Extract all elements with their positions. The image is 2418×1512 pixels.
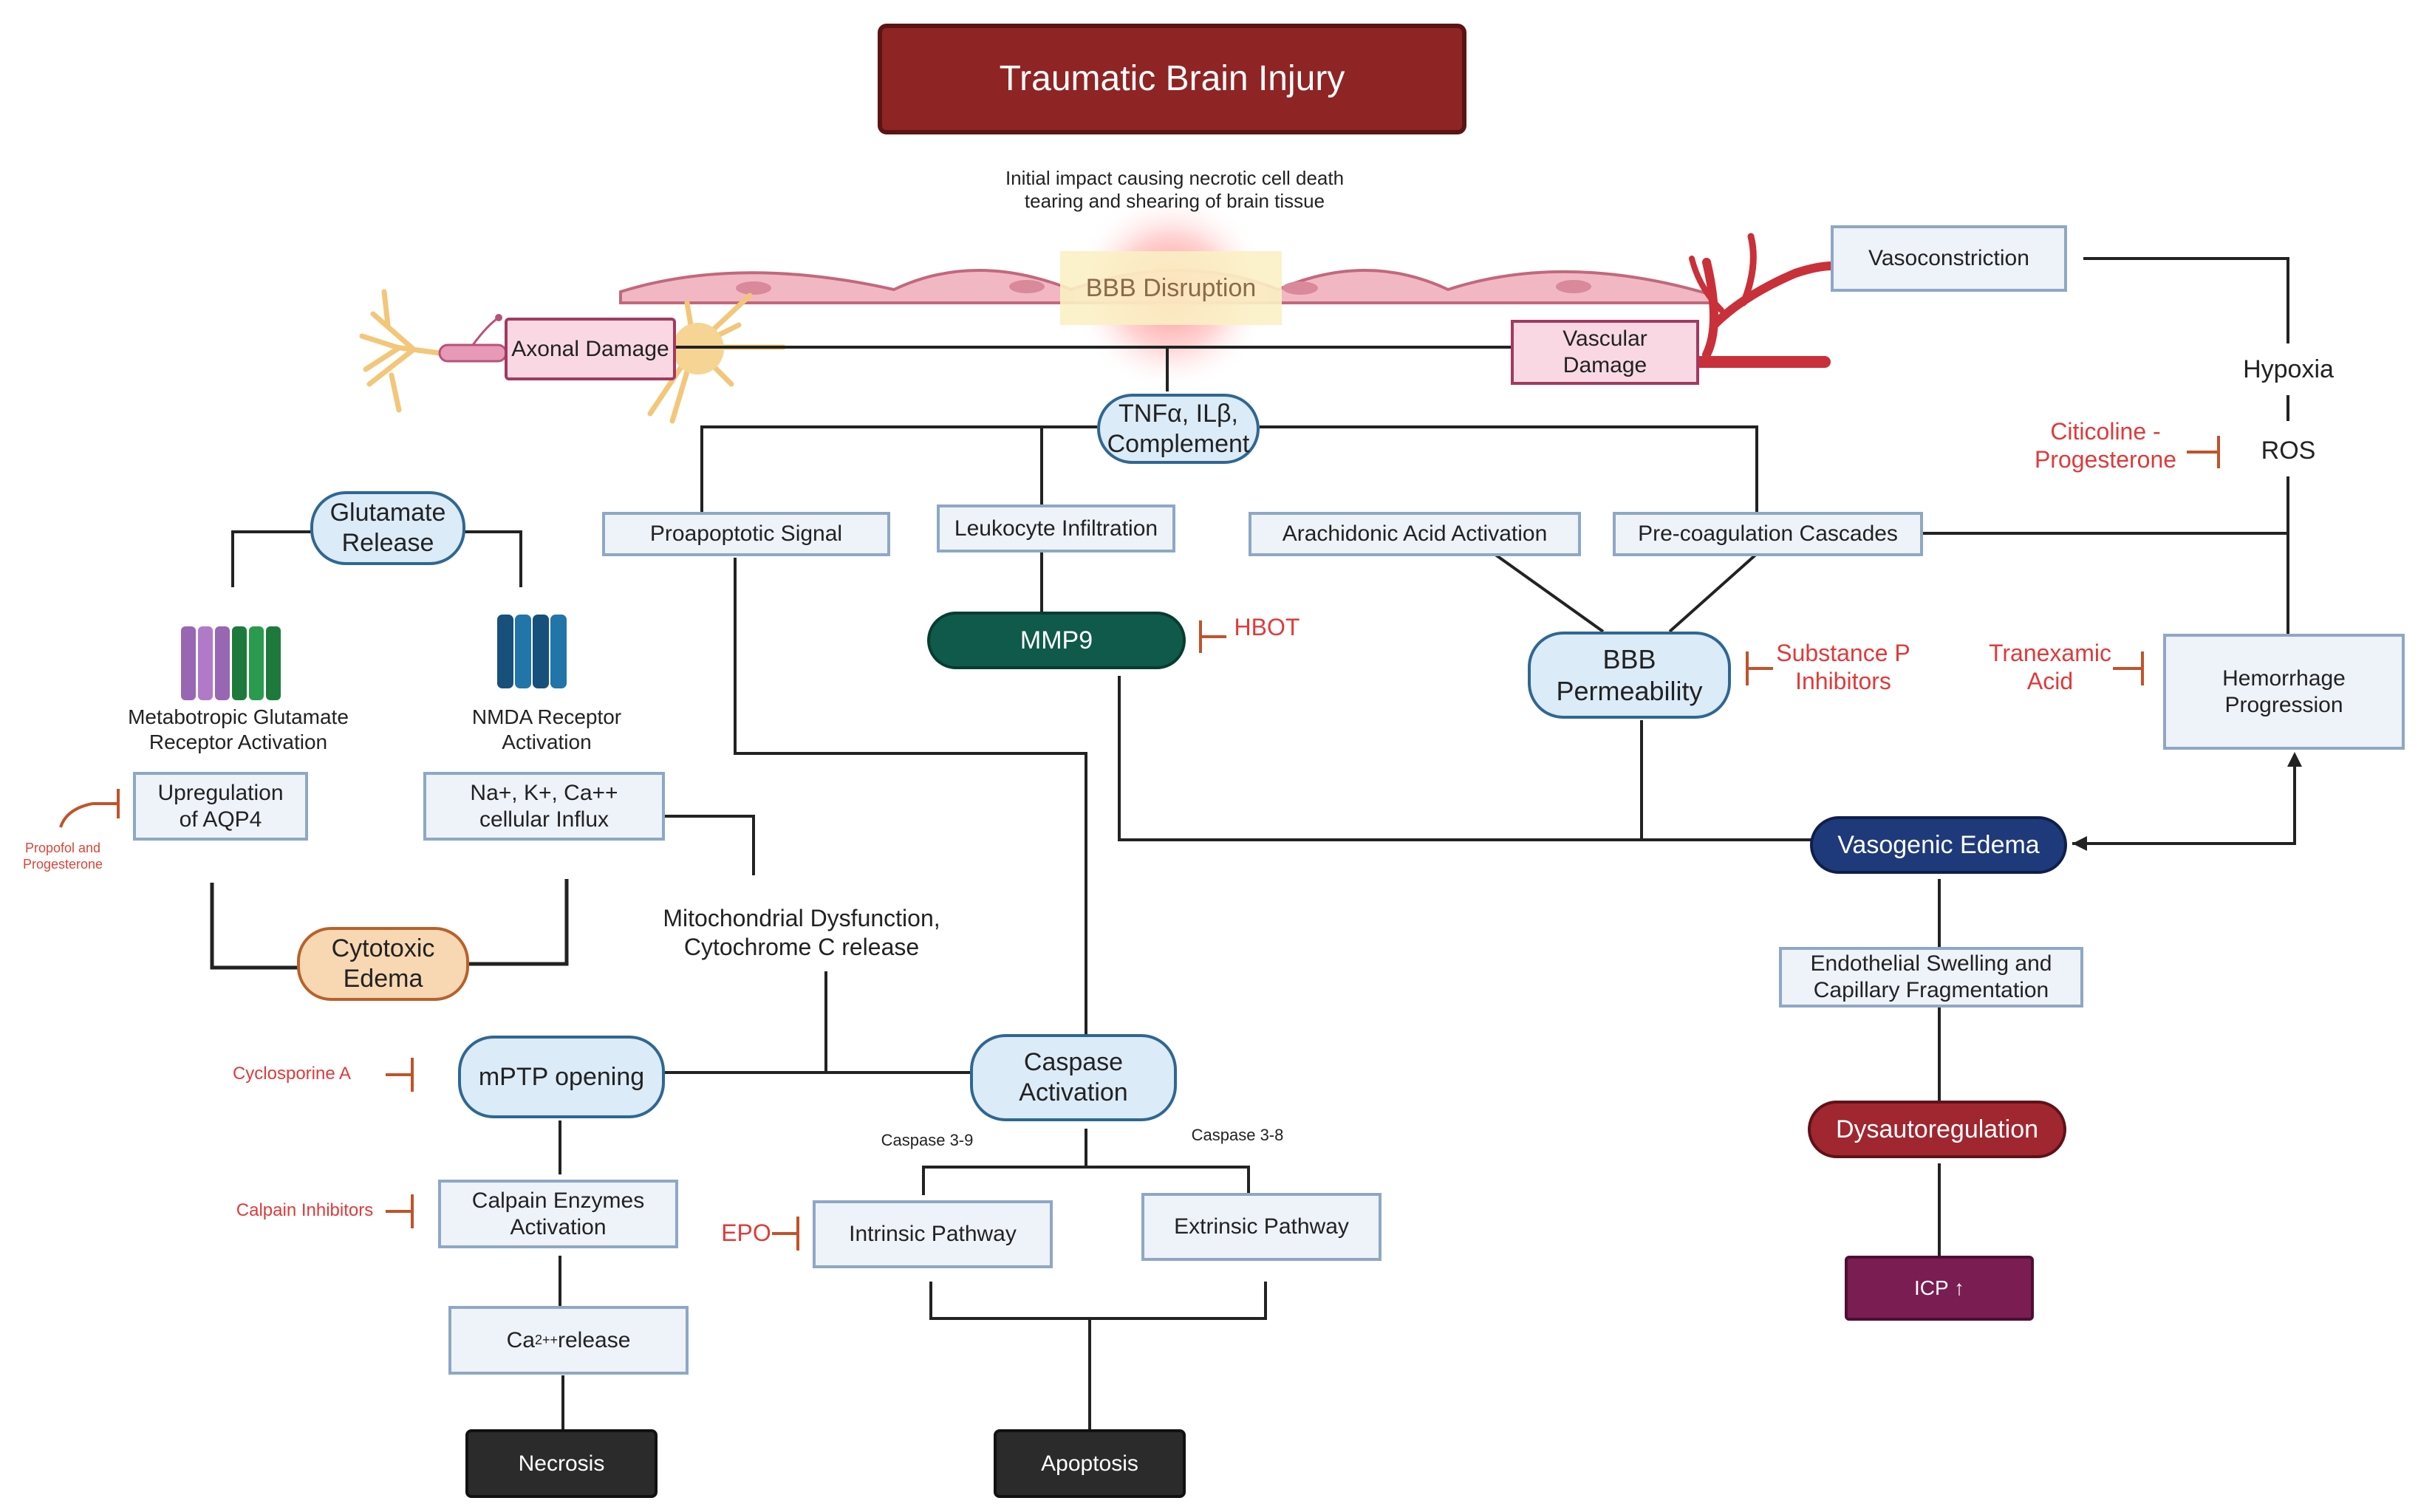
vasoconstriction-box: Vasoconstriction bbox=[1831, 225, 2067, 292]
cytotoxic-edema-node: Cytotoxic Edema bbox=[297, 927, 469, 1001]
epo-inhibitor-label: EPO bbox=[721, 1219, 771, 1246]
nmda-label: NMDA Receptor Activation bbox=[471, 705, 622, 753]
caspase-node: Caspase Activation bbox=[970, 1034, 1177, 1121]
inhibitor-bars bbox=[59, 436, 2220, 1251]
connector-lines bbox=[210, 257, 2296, 1429]
icp-box: ICP ↑ bbox=[1845, 1256, 2034, 1321]
bbb-disruption-label: BBB Disruption bbox=[1085, 273, 1257, 302]
substance-p-inhibitor-label: Substance P Inhibitors bbox=[1776, 640, 1910, 695]
ca-release-rest: release bbox=[558, 1327, 631, 1352]
influx-box: Na+, K+, Ca++ cellular Influx bbox=[423, 772, 665, 841]
aqp4-box: Upregulation of AQP4 bbox=[133, 772, 308, 841]
metabotropic-receptor-icon bbox=[181, 626, 281, 700]
ca-release-base: Ca bbox=[506, 1327, 535, 1352]
hypoxia-label: Hypoxia bbox=[2243, 355, 2334, 383]
calpain-inhibitor-label: Calpain Inhibitors bbox=[236, 1200, 374, 1220]
cytokines-node: TNFα, ILβ, Complement bbox=[1097, 394, 1260, 464]
ros-label: ROS bbox=[2261, 436, 2316, 465]
nmda-receptor-icon bbox=[497, 615, 567, 688]
proapoptotic-box: Proapoptotic Signal bbox=[602, 512, 890, 556]
endothelial-box: Endothelial Swelling and Capillary Fragm… bbox=[1779, 947, 2083, 1008]
arrowhead-hemorrhage bbox=[2287, 752, 2302, 767]
cyclosporine-inhibitor-label: Cyclosporine A bbox=[232, 1064, 352, 1084]
metabotropic-label: Metabotropic Glutamate Receptor Activati… bbox=[128, 705, 349, 753]
mitochondrial-label: Mitochondrial Dysfunction, Cytochrome C … bbox=[663, 905, 940, 960]
extrinsic-pathway-box: Extrinsic Pathway bbox=[1141, 1193, 1382, 1261]
citicoline-inhibitor-label: Citicoline - Progesterone bbox=[2034, 418, 2177, 473]
bbb-permeability-node: BBB Permeability bbox=[1528, 632, 1731, 719]
caspase-3-8-label: Caspase 3-8 bbox=[1191, 1125, 1284, 1144]
vascular-damage-box: Vascular Damage bbox=[1511, 320, 1699, 385]
title-box: Traumatic Brain Injury bbox=[878, 24, 1466, 134]
necrosis-box: Necrosis bbox=[465, 1429, 658, 1498]
blood-vessel-icon bbox=[1689, 233, 1837, 368]
propofol-inhibitor-label: Propofol and Progesterone bbox=[22, 841, 103, 872]
caspase-3-9-label: Caspase 3-9 bbox=[881, 1130, 974, 1149]
ca-release-sup: 2++ bbox=[534, 1332, 558, 1347]
precoag-box: Pre-coagulation Cascades bbox=[1613, 512, 1923, 556]
calpain-activation-box: Calpain Enzymes Activation bbox=[438, 1180, 678, 1248]
mmp9-node: MMP9 bbox=[927, 612, 1186, 669]
apoptosis-box: Apoptosis bbox=[994, 1429, 1186, 1498]
arrowhead-vasogenic bbox=[2072, 836, 2087, 851]
hbot-inhibitor-label: HBOT bbox=[1234, 614, 1300, 640]
axon-segment-icon bbox=[438, 314, 508, 363]
dysautoregulation-node: Dysautoregulation bbox=[1808, 1101, 2066, 1158]
intrinsic-pathway-box: Intrinsic Pathway bbox=[813, 1200, 1053, 1268]
bbb-disruption-highlight bbox=[1060, 251, 1282, 325]
vasogenic-edema-node: Vasogenic Edema bbox=[1810, 816, 2067, 874]
leukocyte-box: Leukocyte Infiltration bbox=[937, 504, 1175, 553]
glutamate-release-node: Glutamate Release bbox=[310, 491, 465, 565]
arachidonic-box: Arachidonic Acid Activation bbox=[1249, 512, 1581, 556]
axonal-damage-box: Axonal Damage bbox=[505, 318, 676, 380]
impact-note: Initial impact causing necrotic cell dea… bbox=[1005, 166, 1345, 212]
mptp-node: mPTP opening bbox=[458, 1036, 665, 1118]
tranexamic-inhibitor-label: Tranexamic Acid bbox=[1989, 640, 2111, 695]
hemorrhage-box: Hemorrhage Progression bbox=[2163, 634, 2405, 750]
